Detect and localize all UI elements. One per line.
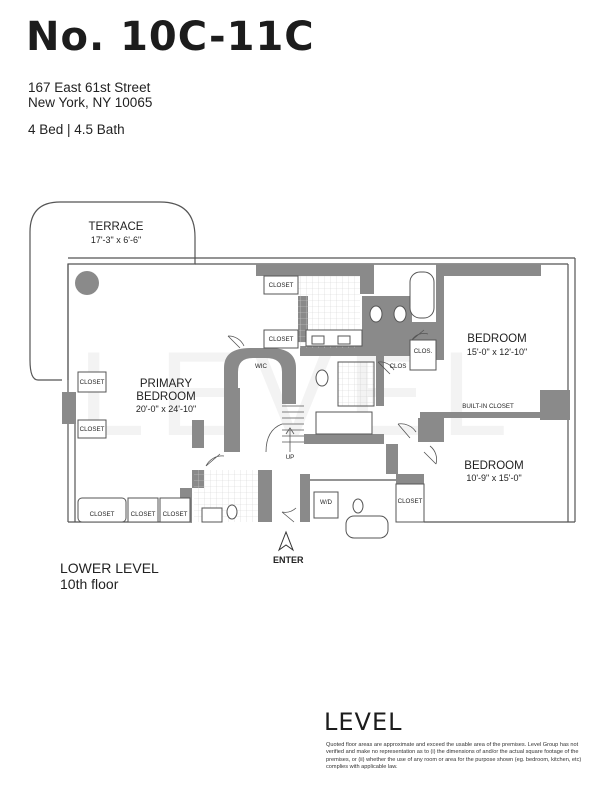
vanity-lower <box>201 507 223 523</box>
stair <box>265 405 304 453</box>
primary-bedroom-label-1: PRIMARY <box>140 378 193 390</box>
clos-short-label: CLOS <box>390 363 407 370</box>
closet-label: CLOSET <box>131 511 156 518</box>
level-label: LOWER LEVEL <box>60 560 159 576</box>
terrace-outline <box>29 201 196 381</box>
closet-label: CLOSET <box>163 511 188 518</box>
unit-title: No. 10C-11C <box>26 14 315 60</box>
bathtub-upper <box>409 271 435 319</box>
sink-upper-a <box>311 335 325 345</box>
toilet-unit-b <box>352 498 364 514</box>
entry-arrow-icon <box>277 530 295 552</box>
closet-frames <box>77 275 437 523</box>
sink-upper-b <box>337 335 351 345</box>
door-swings <box>205 329 437 523</box>
up-label: UP <box>286 454 295 461</box>
closet-label: CLOSET <box>80 379 105 386</box>
bathtub-lower <box>345 515 389 539</box>
closet-label: CLOSET <box>398 498 423 505</box>
wic-wall-post <box>228 388 240 452</box>
closet-label: CLOSET <box>80 426 105 433</box>
beds-baths: 4 Bed | 4.5 Bath <box>28 122 125 137</box>
bedroom-2-label: BEDROOM <box>464 460 523 472</box>
bedroom-1-dims: 15'-0" x 12'-10" <box>467 347 527 357</box>
terrace-table <box>75 271 99 295</box>
toilet-upper-b <box>393 305 407 323</box>
shower-tile <box>337 361 375 407</box>
closet-label: CLOSET <box>269 336 294 343</box>
bedroom-2-dims: 10'-9" x 15'-0" <box>466 473 521 483</box>
primary-bedroom-label-2: BEDROOM <box>136 391 195 403</box>
address-line-1: 167 East 61st Street <box>28 80 151 95</box>
wic-label: WIC <box>255 363 268 370</box>
address-line-2: New York, NY 10065 <box>28 95 153 110</box>
enter-label: ENTER <box>273 555 304 565</box>
brand-logo: LEVEL <box>324 708 403 736</box>
primary-bedroom-dims: 20'-0" x 24'-10" <box>136 404 196 414</box>
builtin-closet-label: BUILT-IN CLOSET <box>462 403 514 410</box>
vanity-mid <box>315 411 373 435</box>
toilet-mid <box>315 369 329 387</box>
wd-label: W/D <box>320 499 333 506</box>
disclaimer: Quoted floor areas are approximate and e… <box>326 742 582 771</box>
toilet-lower <box>226 504 238 520</box>
floor-label: 10th floor <box>60 576 119 592</box>
wd-unit <box>313 491 339 519</box>
closet-label: CLOSET <box>90 511 115 518</box>
terrace-label: TERRACE <box>89 221 144 233</box>
fixtures <box>201 271 435 539</box>
bedroom-1-label: BEDROOM <box>467 333 526 345</box>
terrace-dims: 17'-3" x 6'-6" <box>91 235 141 245</box>
clos-label: CLOS. <box>414 348 433 355</box>
closet-label: CLOSET <box>269 282 294 289</box>
toilet-upper-a <box>369 305 383 323</box>
